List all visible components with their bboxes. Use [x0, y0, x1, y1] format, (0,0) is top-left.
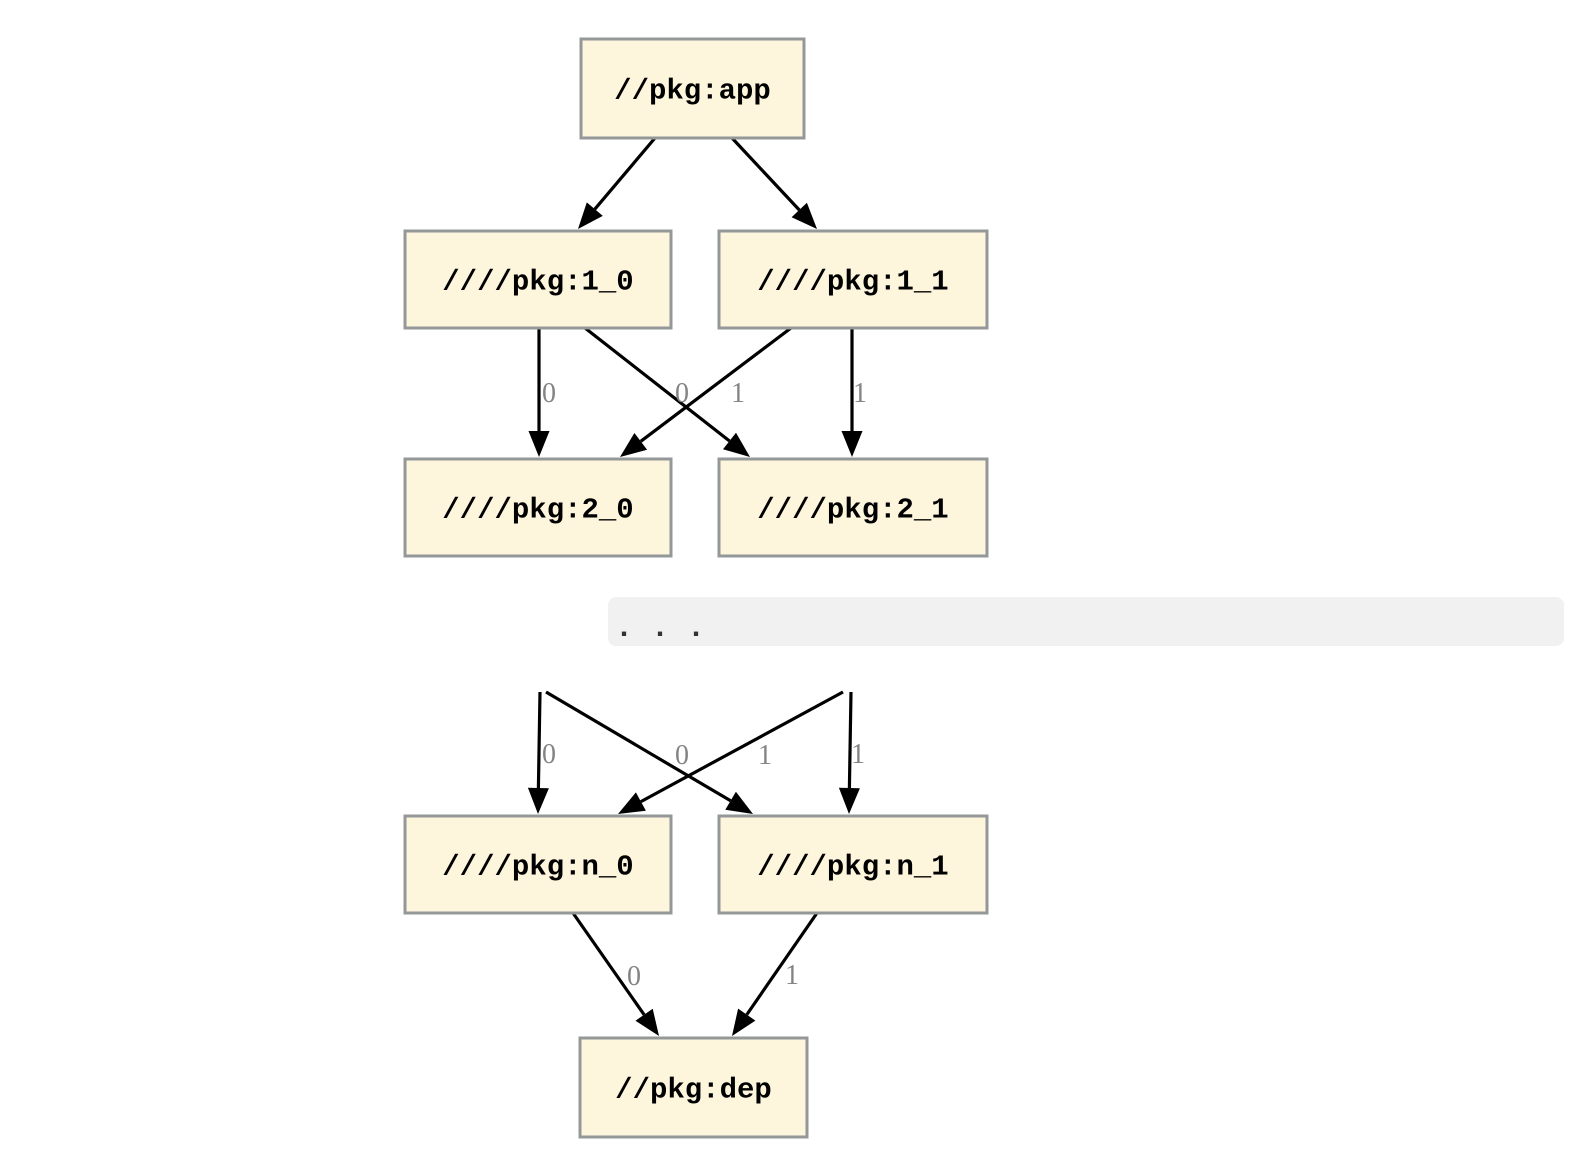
node-n_1-label: ////pkg:n_1 [757, 851, 948, 884]
edge-n_1-to-dep-label: 1 [785, 960, 799, 991]
edge-1_0-to-2_0-label: 0 [542, 378, 556, 409]
edge-n_1-to-dep-arrowhead-icon [732, 1008, 756, 1036]
edge-dots-to-n_1-direct-arrowhead-icon [838, 787, 860, 814]
edge-dots-to-n_0-direct-line [536, 691, 542, 789]
edge-dots-to-n_0-cross: 0 [618, 690, 844, 814]
edge-dots-to-n_1-cross-label: 1 [758, 740, 772, 771]
edge-n_1-to-dep-line [745, 912, 819, 1016]
edge-1_0-to-2_1-line [584, 326, 731, 443]
edge-n_1-to-dep: 1 [732, 912, 819, 1036]
node-1_0-label: ////pkg:1_0 [442, 266, 633, 299]
edge-app-to-1_0-arrowhead-icon [578, 202, 603, 229]
edge-1_0-to-2_1-label: 1 [731, 378, 745, 409]
edge-n_0-to-dep-arrowhead-icon [635, 1008, 659, 1036]
node-app-box [579, 37, 806, 140]
edge-1_1-to-2_1: 1 [841, 328, 867, 457]
node-2_1-box [717, 457, 989, 558]
node-dep-box [578, 1036, 809, 1139]
edge-dots-to-n_0-cross-arrowhead-icon [618, 792, 646, 814]
edge-dots-to-n_1-cross-arrowhead-icon [725, 791, 753, 814]
node-dep: //pkg:dep [578, 1036, 809, 1139]
edge-n_0-to-dep: 0 [571, 912, 659, 1036]
edge-app-to-1_1 [730, 136, 817, 229]
edge-1_1-to-2_0-label: 0 [675, 378, 689, 409]
node-2_0-label: ////pkg:2_0 [442, 494, 633, 527]
edge-1_0-to-2_1-arrowhead-icon [723, 432, 750, 457]
node-app-label: //pkg:app [614, 75, 771, 108]
edge-dots-to-n_1-direct: 1 [838, 691, 865, 814]
edge-app-to-1_0 [578, 136, 657, 229]
node-n_0: ////pkg:n_0 [403, 814, 673, 915]
edge-1_1-to-2_0-arrowhead-icon [620, 433, 648, 457]
edge-1_0-to-2_0-arrowhead-icon [528, 431, 550, 457]
node-1_1-box [717, 229, 989, 330]
node-dep-label: //pkg:dep [615, 1074, 772, 1107]
edge-1_1-to-2_0-line [639, 326, 792, 443]
node-1_1-label: ////pkg:1_1 [757, 266, 948, 299]
edge-dots-to-n_0-direct-arrowhead-icon [527, 787, 549, 814]
node-2_0-box [403, 457, 673, 558]
ellipsis-bar-label: . . . [615, 612, 705, 646]
node-2_1: ////pkg:2_1 [717, 457, 989, 558]
edge-app-to-1_1-line [730, 136, 801, 212]
node-1_1: ////pkg:1_1 [717, 229, 989, 330]
edge-1_1-to-2_0: 0 [620, 326, 792, 457]
node-1_0: ////pkg:1_0 [403, 229, 673, 330]
ellipsis-bar-background [608, 597, 1564, 646]
edge-dots-to-n_0-direct-label: 0 [542, 739, 556, 770]
edge-1_1-to-2_1-arrowhead-icon [841, 431, 863, 457]
node-n_1: ////pkg:n_1 [717, 814, 989, 915]
edge-dots-to-n_1-cross-line [545, 690, 732, 803]
node-1_0-box [403, 229, 673, 330]
edge-dots-to-n_1-direct-line [847, 691, 853, 789]
edge-dots-to-n_1-direct-label: 1 [851, 739, 865, 770]
node-app: //pkg:app [579, 37, 806, 140]
edge-1_0-to-2_1: 1 [584, 326, 750, 457]
edge-1_1-to-2_1-label: 1 [853, 378, 867, 409]
node-n_0-box [403, 814, 673, 915]
edge-1_0-to-2_0: 0 [528, 328, 556, 457]
node-2_0: ////pkg:2_0 [403, 457, 673, 558]
edge-dots-to-n_0-direct: 0 [527, 691, 556, 814]
edge-app-to-1_1-arrowhead-icon [791, 202, 817, 229]
node-2_1-label: ////pkg:2_1 [757, 494, 948, 527]
ellipsis-bar: . . . [608, 597, 1564, 646]
edge-n_0-to-dep-label: 0 [627, 961, 641, 992]
node-n_0-label: ////pkg:n_0 [442, 851, 633, 884]
node-n_1-box [717, 814, 989, 915]
edge-dots-to-n_0-cross-line [640, 690, 844, 804]
edge-n_0-to-dep-line [571, 912, 646, 1016]
edge-dots-to-n_1-cross: 1 [545, 690, 772, 814]
edge-dots-to-n_0-cross-label: 0 [675, 740, 689, 771]
edge-app-to-1_0-line [593, 136, 657, 211]
